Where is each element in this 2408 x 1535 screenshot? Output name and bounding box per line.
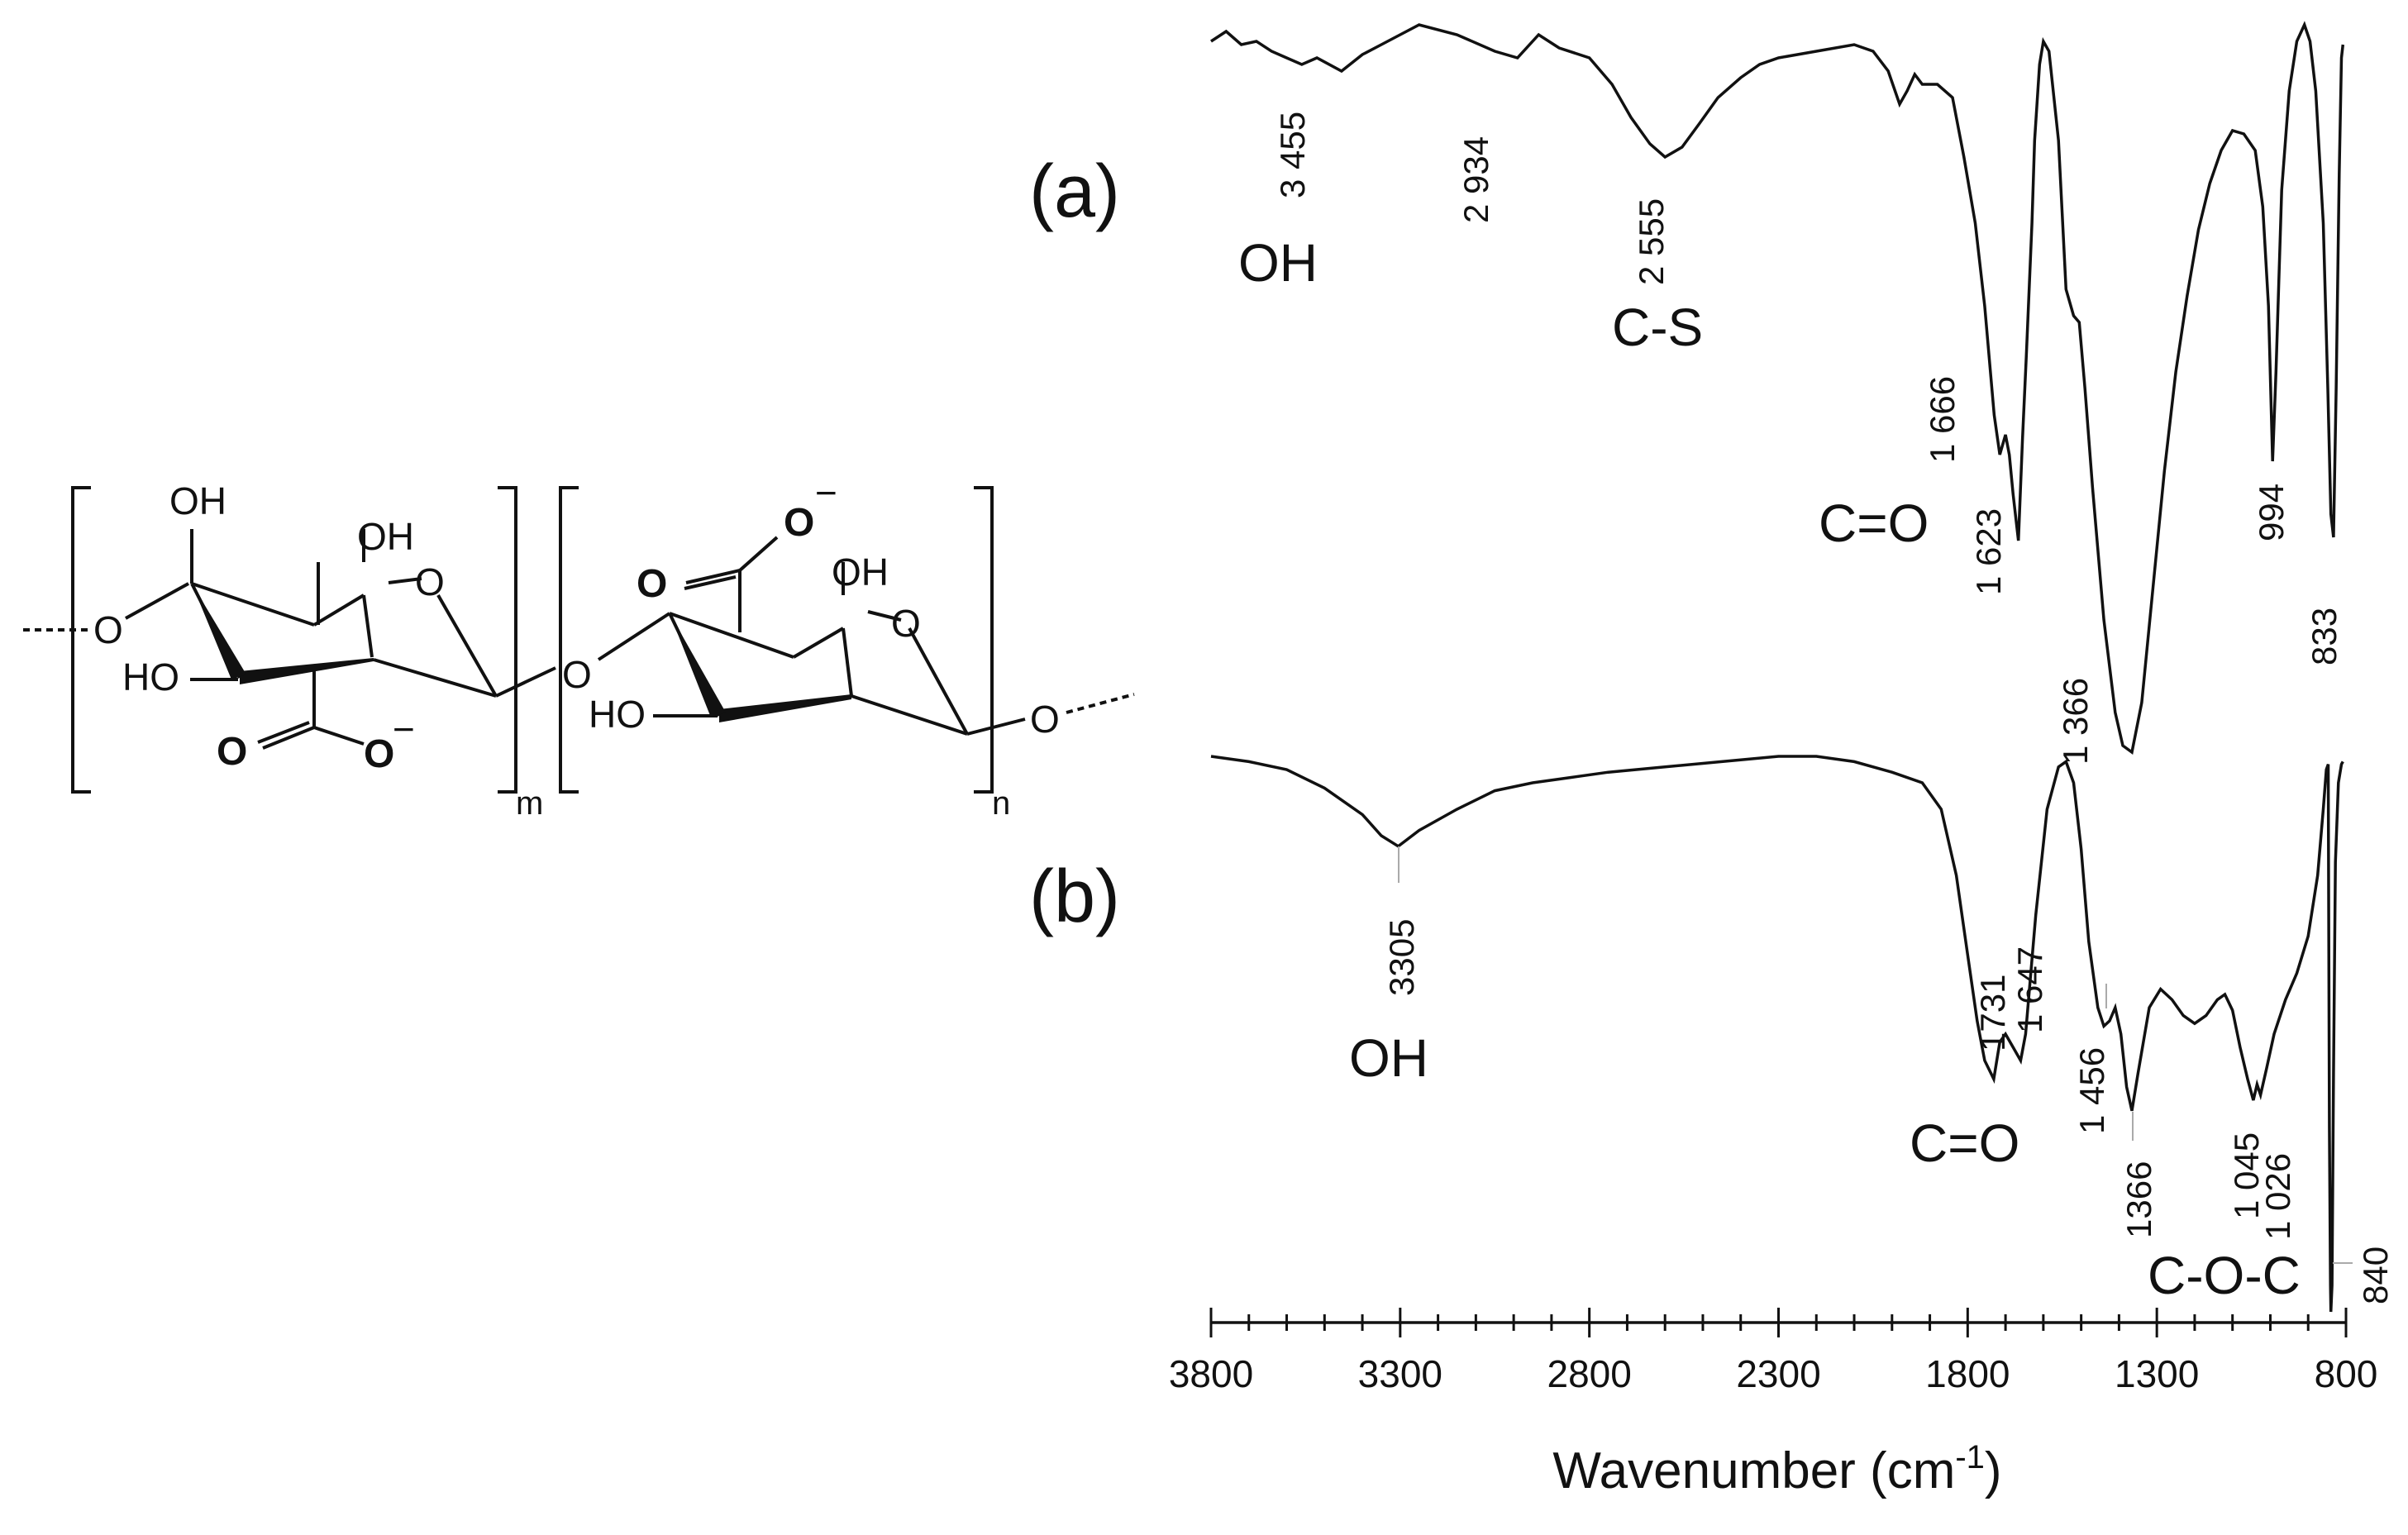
- chem-ring2-o: O: [891, 602, 921, 645]
- peak-a-2934: 2 934: [1457, 136, 1495, 223]
- peak-a-1666: 1 666: [1923, 376, 1962, 463]
- x-axis-label-close: ): [1985, 1442, 2002, 1499]
- peak-labels-b: 3305 1731 1 647 1 456 1366 1 045 1 026 8…: [1382, 846, 2395, 1304]
- bracket-n-right: [974, 486, 994, 794]
- alginate-structure: [23, 486, 1135, 794]
- x-axis-label-sup: -1: [1955, 1439, 1985, 1475]
- chem-ring1-o: O: [415, 560, 445, 603]
- panel-label-a: (a): [1029, 150, 1120, 233]
- x-tick-label: 800: [2315, 1352, 2378, 1395]
- spectra: [1210, 21, 2345, 1313]
- right-dashed-bond: [1066, 693, 1135, 714]
- x-axis-label-main: Wavenumber (cm: [1552, 1442, 1955, 1499]
- peak-b-1045: 1 045: [2227, 1132, 2266, 1219]
- chem-ho-1: HO: [122, 655, 179, 698]
- chem-minus-2: −: [815, 471, 837, 514]
- x-axis-label: Wavenumber (cm-1): [1552, 1439, 2001, 1499]
- peak-b-840: 840: [2356, 1247, 2395, 1304]
- chem-carboxylate-o-1: O: [364, 732, 394, 776]
- alginate-structure-labels: OH OH O O HO O O − m O O − O OH O HO O n: [93, 471, 1060, 822]
- chem-carboxylate-o-2: O: [784, 501, 814, 545]
- peak-a-2555: 2 555: [1632, 198, 1671, 285]
- group-a-co: C=O: [1819, 493, 1929, 553]
- chem-carbonyl-o-1: O: [217, 730, 247, 774]
- bracket-m-left: [71, 486, 91, 794]
- chem-link-o-right: O: [1030, 698, 1060, 741]
- panel-label-b: (b): [1029, 856, 1120, 938]
- peak-b-1366: 1366: [2120, 1161, 2158, 1238]
- chem-link-o-mid: O: [562, 653, 592, 696]
- chem-minus-1: −: [393, 708, 415, 751]
- series-b-line: [1210, 755, 2344, 1313]
- group-b-coc: C-O-C: [2148, 1246, 2301, 1305]
- group-a-cs: C-S: [1612, 298, 1703, 357]
- chem-subscript-m: m: [516, 785, 543, 822]
- bracket-n-left: [559, 486, 579, 794]
- series-a-line: [1210, 21, 2345, 756]
- x-ticks: 3800 3300 2800 2300 1800 1300 800: [1169, 1308, 2378, 1395]
- peak-b-3305: 3305: [1382, 919, 1421, 996]
- chem-carbonyl-o-2: O: [637, 562, 667, 606]
- group-b-oh: OH: [1349, 1028, 1428, 1088]
- group-labels-b: OH C=O C-O-C: [1349, 1028, 2301, 1305]
- group-b-co: C=O: [1910, 1113, 2019, 1173]
- peak-b-1026: 1 026: [2258, 1153, 2297, 1240]
- chem-subscript-n: n: [992, 785, 1010, 822]
- chem-link-o-left: O: [93, 608, 123, 651]
- peak-a-1366: 1 366: [2056, 678, 2095, 765]
- x-tick-label: 1800: [1925, 1352, 2010, 1395]
- ring2-wedge-front: [719, 694, 851, 722]
- peak-a-994: 994: [2252, 484, 2291, 541]
- peak-labels-a: 3 455 2 934 2 555 1 666 1 623 1 366 994 …: [1273, 112, 2344, 765]
- chem-oh-2: OH: [357, 515, 414, 558]
- x-tick-label: 2300: [1736, 1352, 1820, 1395]
- group-labels-a: OH C-S C=O: [1238, 233, 1929, 553]
- bracket-m-right: [498, 486, 517, 794]
- peak-b-1456: 1 456: [2072, 1047, 2111, 1134]
- group-a-oh: OH: [1238, 233, 1318, 293]
- x-tick-label: 3800: [1169, 1352, 1253, 1395]
- chem-oh-1: OH: [169, 479, 226, 522]
- peak-a-1623: 1 623: [1969, 508, 2008, 595]
- peak-a-3455: 3 455: [1273, 112, 1312, 198]
- peak-b-1647: 1 647: [2010, 946, 2049, 1033]
- x-axis: 3800 3300 2800 2300 1800 1300 800: [1169, 1308, 2378, 1395]
- chem-oh-3: OH: [832, 551, 889, 594]
- ring1-wedge-front: [240, 658, 374, 684]
- x-tick-label: 2800: [1547, 1352, 1631, 1395]
- peak-b-1731: 1731: [1973, 975, 2012, 1051]
- chem-ho-2: HO: [589, 693, 646, 736]
- peak-a-833: 833: [2305, 608, 2344, 665]
- x-tick-label: 3300: [1358, 1352, 1442, 1395]
- x-tick-label: 1300: [2115, 1352, 2199, 1395]
